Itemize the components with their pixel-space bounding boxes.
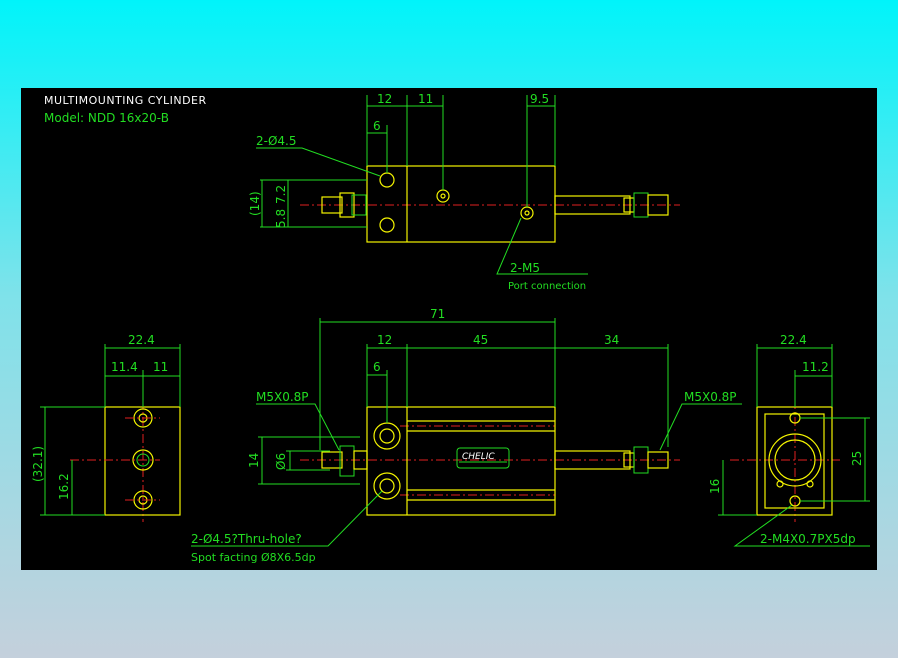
dim-11: 11	[418, 92, 433, 106]
spot-facing-label: Spot facting Ø8X6.5dp	[191, 551, 316, 564]
top-view: 12 11 9.5 6 (14) 5.8 7.2 2-Ø4.5 2-M5 Por…	[248, 92, 680, 292]
dim-9-5: 9.5	[530, 92, 549, 106]
dim-25: 25	[850, 451, 864, 466]
hole-label: 2-Ø4.5?Thru-hole?	[191, 532, 302, 546]
dim-12: 12	[377, 333, 392, 347]
dim-34: 34	[604, 333, 619, 347]
hole-label: 2-Ø4.5	[256, 134, 297, 148]
drawing-title: MULTIMOUNTING CYLINDER	[44, 94, 207, 107]
dim-phi6: Ø6	[274, 453, 288, 470]
thread-left-label: M5X0.8P	[256, 390, 309, 404]
dim-6: 6	[373, 119, 381, 133]
dim-5-8: 5.8	[274, 209, 288, 228]
port-label: 2-M5	[510, 261, 540, 275]
model-label: Model: NDD 16x20-B	[44, 111, 169, 125]
front-view: CHELIC 71 12 45 34 6 14 Ø6 M5X0.8P M5X0.…	[191, 307, 742, 564]
right-view: 22.4 11.2 25 16 2-M4X0.7PX5dp	[708, 333, 870, 547]
dim-11-2: 11.2	[802, 360, 829, 374]
dim-71: 71	[430, 307, 445, 321]
dim-12: 12	[377, 92, 392, 106]
dim-14-ref: (14)	[248, 191, 262, 216]
dim-7-2: 7.2	[274, 185, 288, 204]
dim-45: 45	[473, 333, 488, 347]
dim-11-4: 11.4	[111, 360, 138, 374]
dim-22-4: 22.4	[780, 333, 807, 347]
brand-label: CHELIC	[462, 452, 495, 462]
dim-14: 14	[247, 453, 261, 468]
drawing-canvas	[21, 88, 877, 570]
thread-right-label: M5X0.8P	[684, 390, 737, 404]
thread-label: 2-M4X0.7PX5dp	[760, 532, 856, 546]
dim-11: 11	[153, 360, 168, 374]
dim-32-1: (32.1)	[31, 446, 45, 482]
brand-plate	[456, 447, 510, 469]
dim-16-2: 16.2	[57, 473, 71, 500]
port-note: Port connection	[508, 281, 586, 292]
dim-22-4: 22.4	[128, 333, 155, 347]
left-view: 22.4 11.4 11 (32.1) 16.2	[31, 333, 181, 522]
dim-6: 6	[373, 360, 381, 374]
dim-16: 16	[708, 479, 722, 494]
